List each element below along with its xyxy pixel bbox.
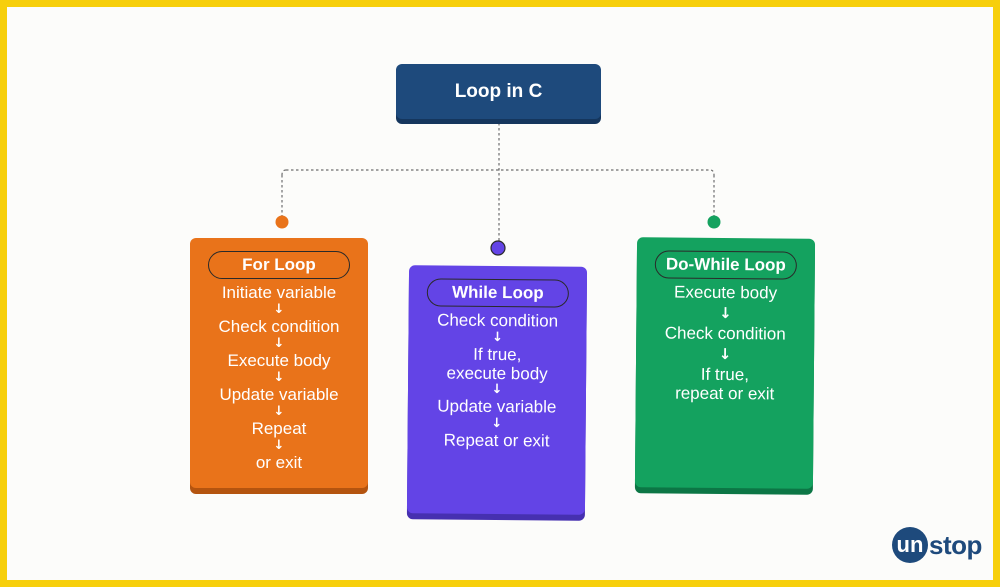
- for-step-1: Initiate variable: [221, 283, 337, 302]
- node-dot-while: [490, 240, 506, 256]
- while-step-4: Repeat or exit: [443, 430, 550, 451]
- logo-badge: un: [892, 527, 928, 563]
- for-step-6: or exit: [255, 453, 303, 472]
- dowhile-step-2: Check condition: [664, 323, 786, 344]
- for-step-3: Execute body: [227, 351, 331, 370]
- for-step-5: Repeat: [251, 419, 307, 438]
- node-dot-for: [275, 215, 289, 229]
- while-step-1: Check condition: [437, 310, 559, 331]
- down-arrow-icon: ↓: [273, 302, 285, 317]
- node-dot-dowhile: [707, 215, 721, 229]
- root-node: Loop in C: [396, 64, 601, 119]
- while-loop-card: While Loop Check condition ↓ If true, ex…: [406, 265, 588, 515]
- down-arrow-icon: ↓: [718, 344, 732, 364]
- down-arrow-icon: ↓: [273, 404, 285, 419]
- down-arrow-icon: ↓: [491, 381, 503, 398]
- down-arrow-icon: ↓: [491, 329, 503, 346]
- down-arrow-icon: ↓: [273, 336, 285, 351]
- dowhile-step-3: If true, repeat or exit: [675, 364, 775, 404]
- while-loop-title: While Loop: [426, 278, 569, 308]
- down-arrow-icon: ↓: [273, 370, 285, 385]
- do-while-loop-steps: Execute body ↓ Check condition ↓ If true…: [636, 282, 815, 404]
- for-step-2: Check condition: [218, 317, 340, 336]
- while-loop-steps: Check condition ↓ If true, execute body …: [407, 310, 586, 452]
- logo-wordmark: stop: [929, 529, 982, 560]
- for-step-4: Update variable: [219, 385, 339, 404]
- for-loop-title: For Loop: [208, 251, 350, 279]
- do-while-loop-title: Do-While Loop: [654, 250, 797, 280]
- unstop-logo: un stop: [892, 527, 982, 563]
- while-step-2: If true, execute body: [446, 344, 548, 384]
- for-loop-steps: Initiate variable ↓ Check condition ↓ Ex…: [190, 283, 368, 473]
- connector-horizontal: [281, 169, 715, 176]
- down-arrow-icon: ↓: [719, 303, 732, 323]
- down-arrow-icon: ↓: [273, 438, 285, 453]
- do-while-loop-card: Do-While Loop Execute body ↓ Check condi…: [634, 237, 816, 489]
- root-title: Loop in C: [454, 80, 543, 102]
- for-loop-card: For Loop Initiate variable ↓ Check condi…: [190, 238, 368, 488]
- down-arrow-icon: ↓: [491, 415, 503, 432]
- while-step-3: Update variable: [437, 396, 557, 417]
- dowhile-step-1: Execute body: [674, 282, 778, 303]
